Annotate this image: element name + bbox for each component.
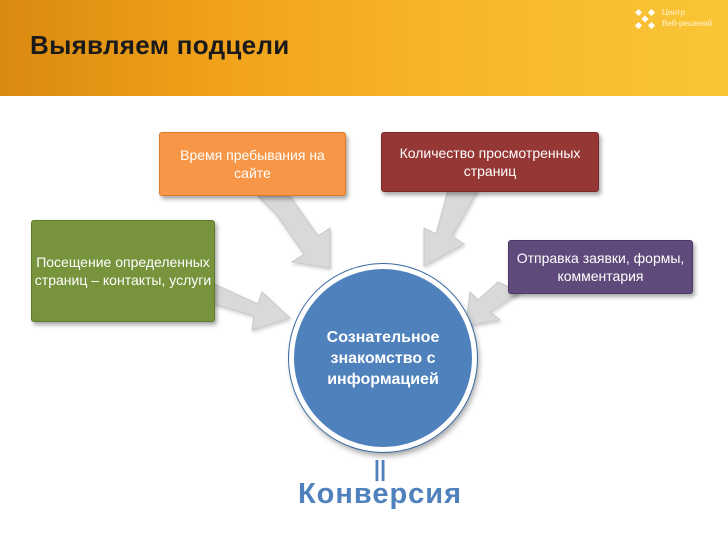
page-title: Выявляем подцели	[30, 30, 290, 60]
logo-x-icon	[634, 8, 656, 30]
node-time-on-site: Время пребывания на сайте	[159, 132, 346, 196]
equals-sign: ||	[373, 456, 387, 481]
header-bar: Выявляем подцели Центр Веб-решений	[0, 0, 728, 96]
arrow-from-specific	[213, 283, 291, 331]
node-submission: Отправка заявки, формы, комментария	[508, 240, 693, 294]
arrow-from-pages	[423, 189, 479, 267]
arrow-from-time	[256, 195, 331, 269]
node-center-circle: Сознательное знакомство с информацией	[289, 264, 477, 452]
node-center-label: Сознательное знакомство с информацией	[326, 328, 440, 388]
logo-text-line2: Веб-решений	[662, 19, 713, 28]
node-pages-viewed: Количество просмотренных страниц	[381, 132, 599, 192]
result-label: Конверсия	[297, 478, 463, 510]
diagram-arrows	[213, 189, 522, 331]
node-specific-pages: Посещение определенных страниц – контакт…	[31, 220, 215, 322]
logo-text-line1: Центр	[662, 8, 685, 17]
arrow-from-submission	[465, 281, 522, 327]
